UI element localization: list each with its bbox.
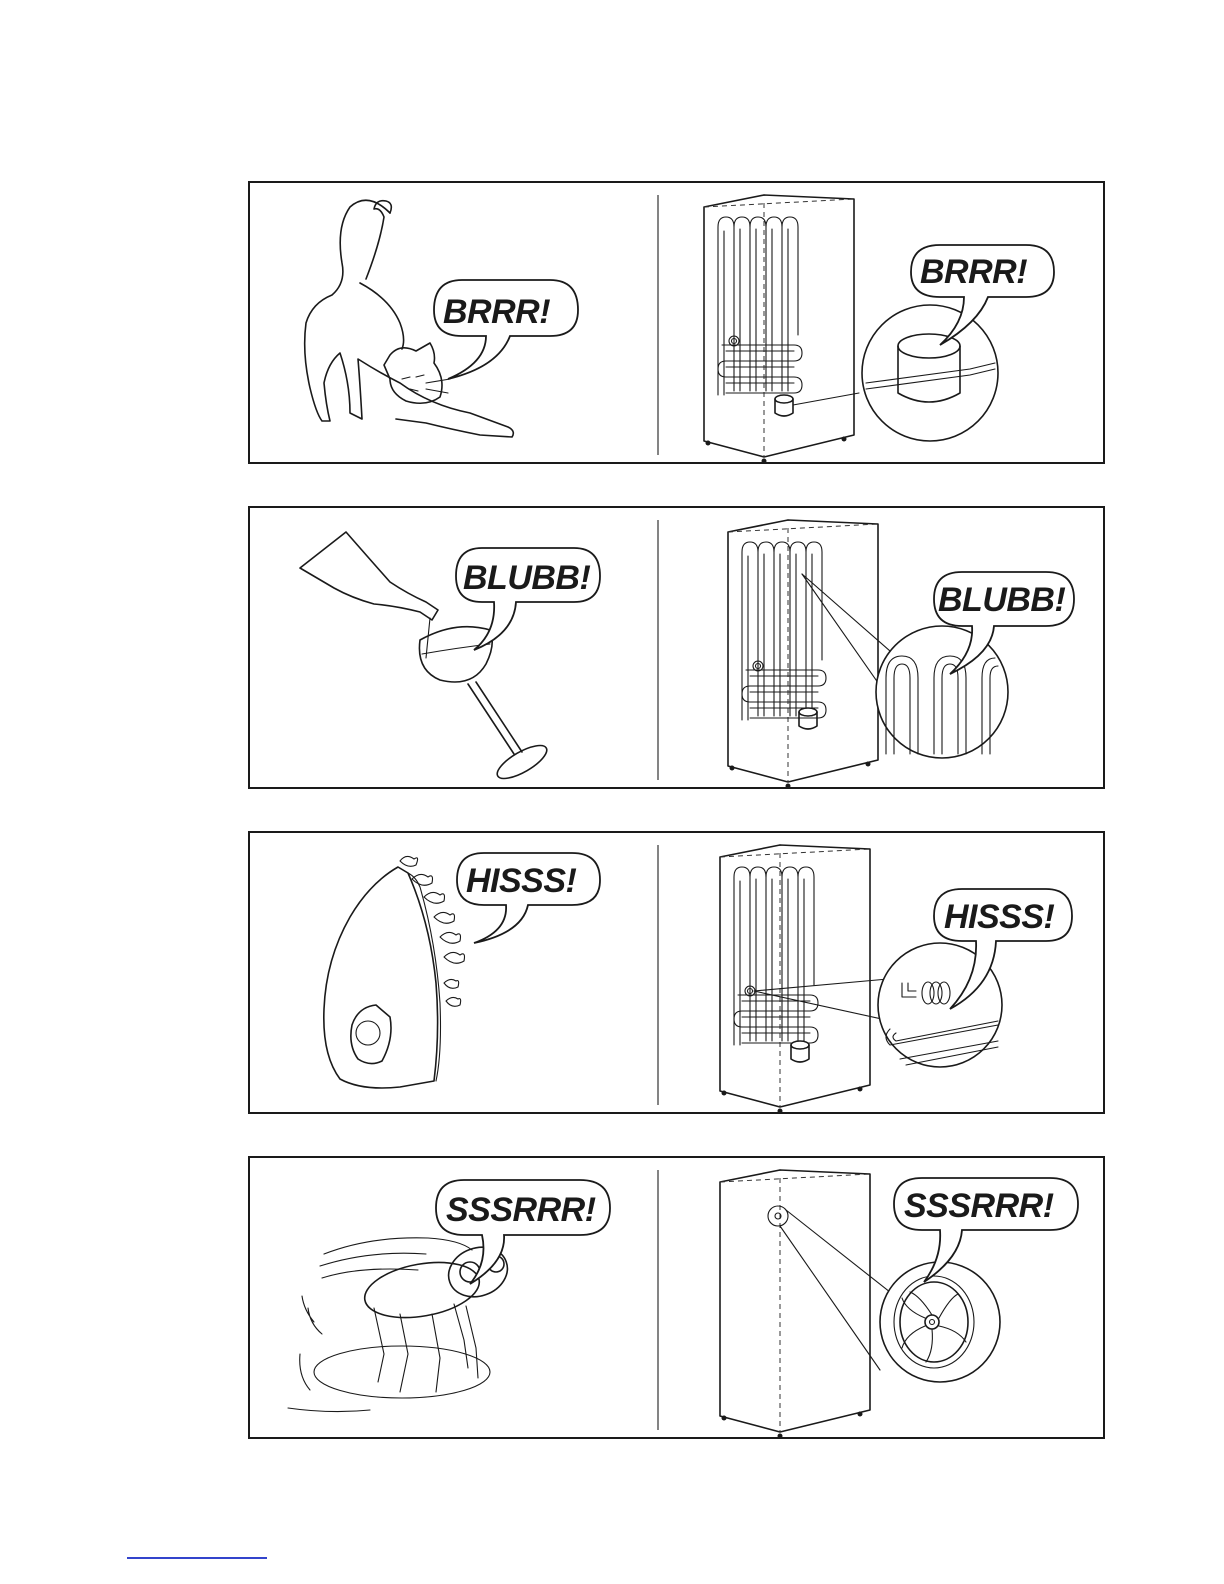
sound-label: SSSRRR! [904, 1187, 1054, 1225]
speech-bubble-left: HISSS! [457, 853, 600, 943]
footer-rule [127, 1557, 267, 1559]
steam-iron-icon [324, 856, 465, 1088]
sound-label: HISSS! [944, 898, 1055, 936]
panel-hisss: HISSS! HISSS! [248, 831, 1105, 1114]
panel-brrr: BRRR! BRRR! [248, 181, 1105, 464]
sound-label: BRRR! [443, 293, 550, 331]
speech-bubble-left: BRRR! [434, 280, 578, 379]
expansion-coil-icon [720, 845, 900, 1114]
sound-label: SSSRRR! [446, 1191, 596, 1229]
sound-label: HISSS! [466, 862, 577, 900]
compressor-icon [704, 195, 859, 464]
panel-blubb: BLUBB! BLUBB! [248, 506, 1105, 789]
speech-bubble-left: BLUBB! [456, 548, 600, 650]
sound-label: BRRR! [920, 253, 1027, 291]
zoom-circle [880, 1262, 1000, 1382]
sound-label: BLUBB! [463, 559, 590, 597]
speech-bubble-left: SSSRRR! [436, 1180, 610, 1284]
zoom-circle [876, 626, 1008, 758]
panel-sssrrr: SSSRRR! SSSR [248, 1156, 1105, 1439]
zoom-circle [862, 305, 998, 441]
sound-label: BLUBB! [938, 581, 1065, 619]
fan-icon [720, 1170, 900, 1439]
